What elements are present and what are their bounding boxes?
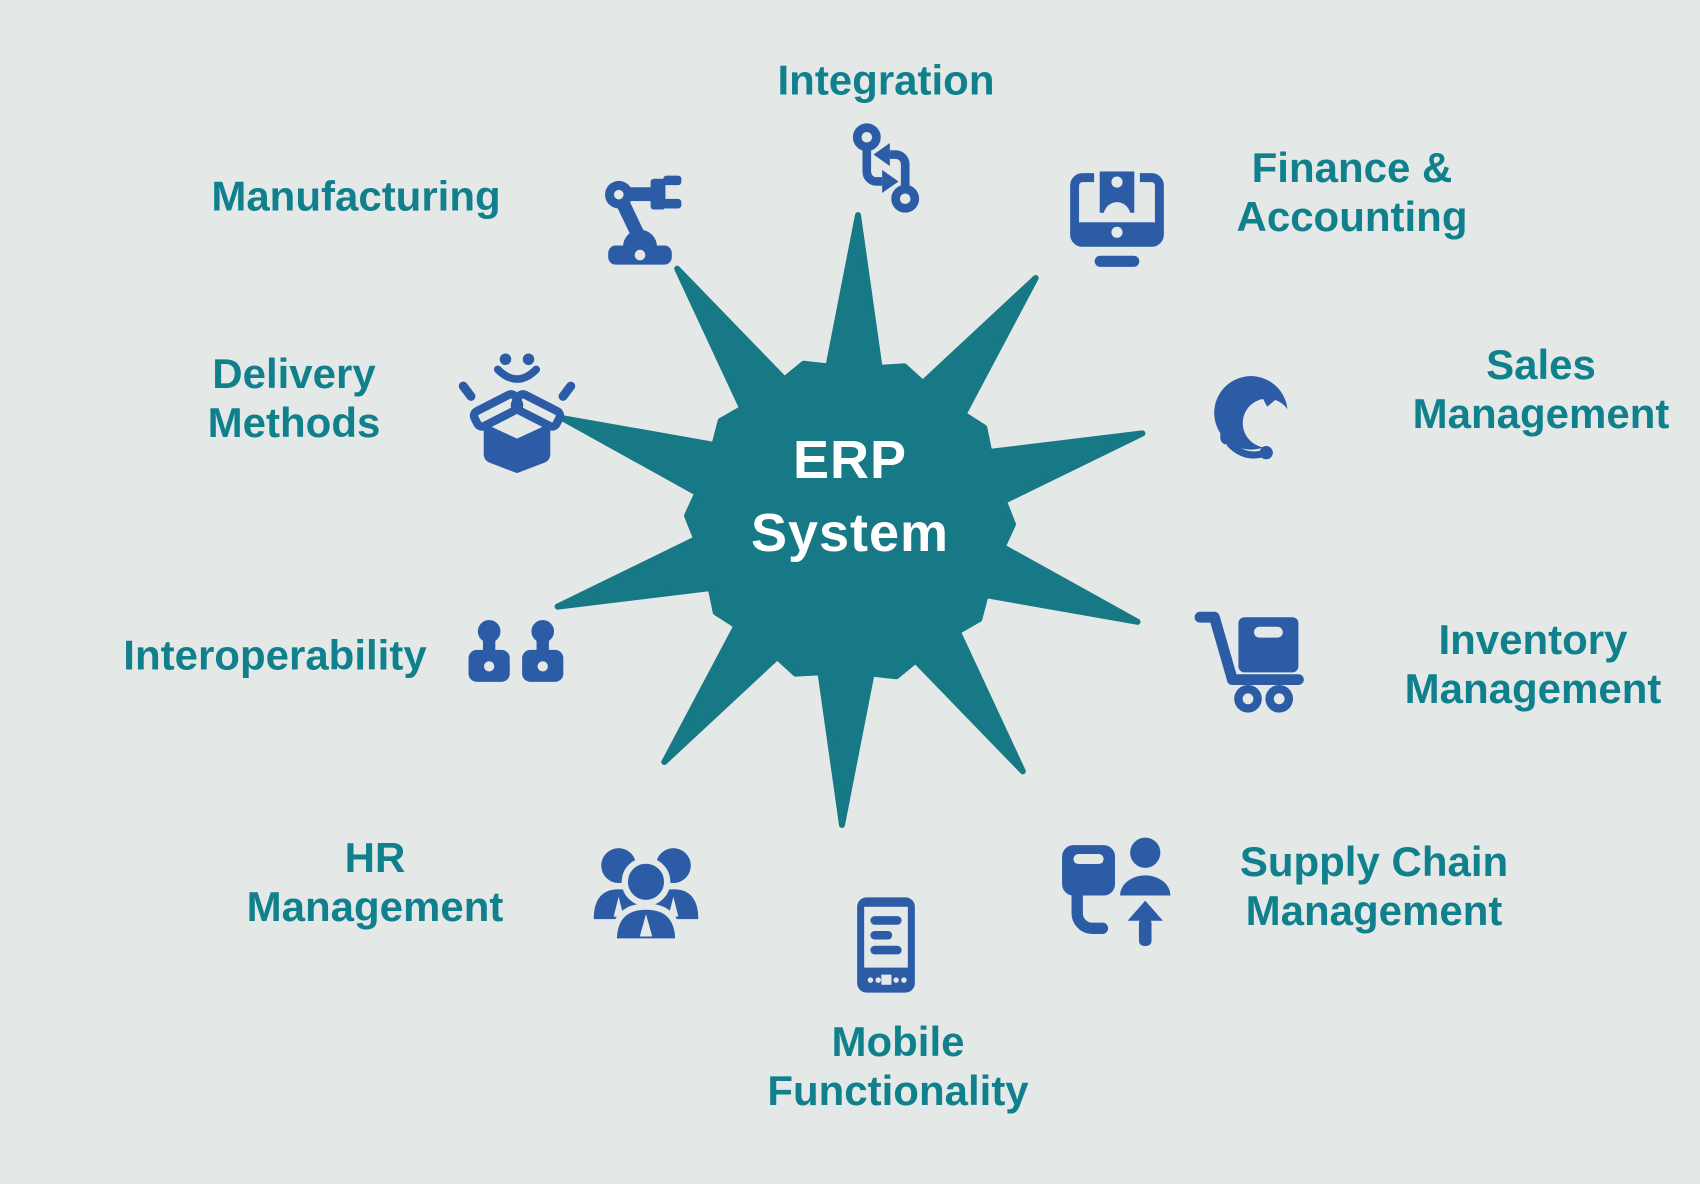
label-delivery-methods: Delivery Methods — [207, 350, 381, 446]
cart-box-icon — [1188, 598, 1308, 718]
label-finance-accounting: Finance & Accounting — [1236, 144, 1468, 240]
label-sales-management: Sales Management — [1412, 341, 1670, 437]
label-inventory-management: Inventory Management — [1404, 616, 1662, 712]
open-box-smile-icon — [453, 349, 581, 477]
people-laptops-icon — [464, 619, 572, 687]
box-person-arrow-icon — [1052, 825, 1178, 951]
sync-arrows-icon — [838, 120, 934, 216]
label-mobile-functionality: Mobile Functionality — [767, 1018, 1029, 1114]
label-interoperability: Interoperability — [123, 631, 427, 679]
erp-title-line2: System — [750, 503, 950, 563]
robot-arm-icon — [587, 165, 693, 271]
label-manufacturing: Manufacturing — [211, 172, 501, 220]
starburst-shape — [554, 212, 1146, 828]
label-integration: Integration — [777, 56, 995, 104]
label-supply-chain-management: Supply Chain Management — [1239, 838, 1509, 934]
erp-title-line1: ERP — [792, 430, 908, 490]
tablet-icon — [847, 895, 925, 995]
team-people-icon — [583, 832, 709, 944]
headset-agent-icon — [1204, 367, 1306, 469]
monitor-invoice-icon — [1061, 162, 1173, 268]
label-hr-management: HR Management — [246, 834, 504, 930]
erp-system-title: ERP System — [751, 424, 949, 570]
